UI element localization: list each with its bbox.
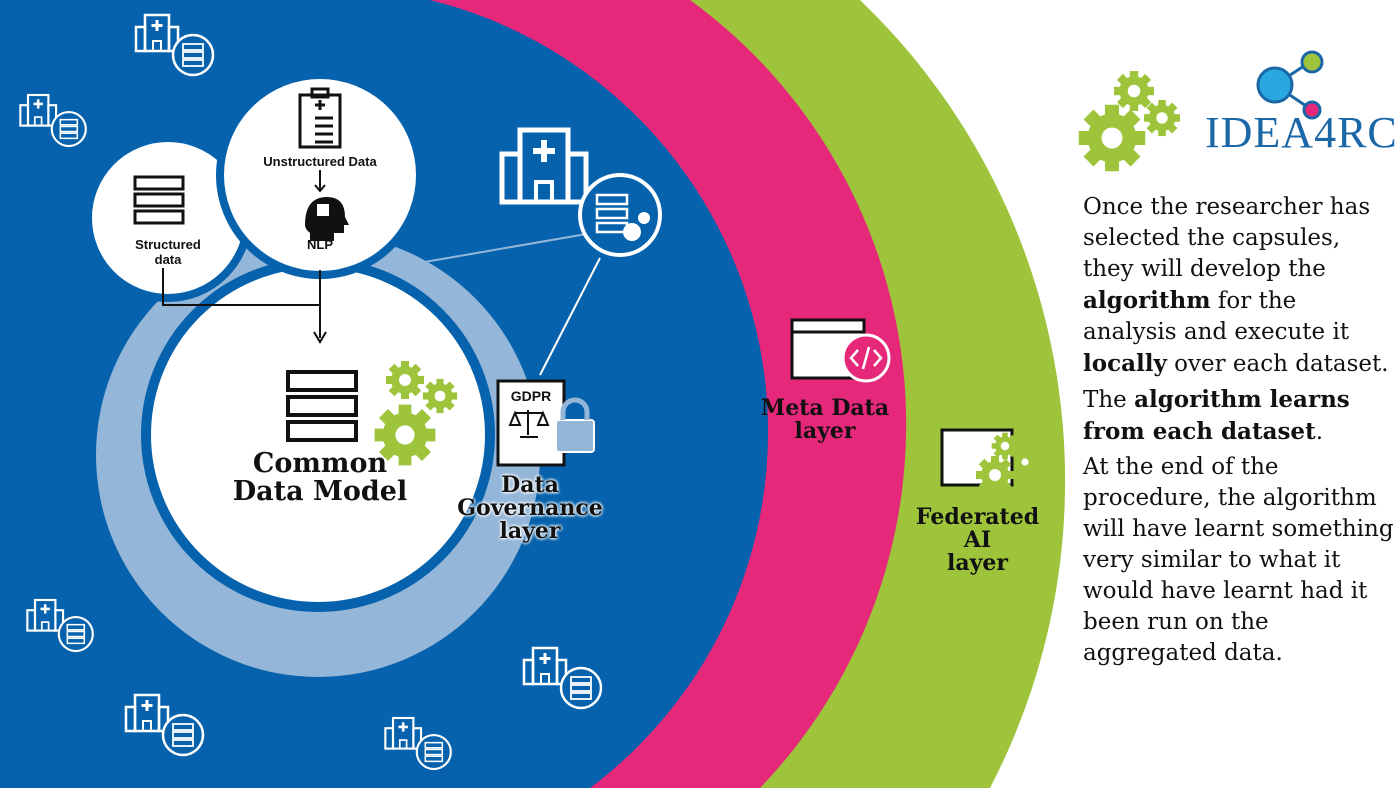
text: The bbox=[1083, 387, 1135, 413]
gears-logo-icon bbox=[1078, 71, 1181, 172]
structured-line1: Structured bbox=[135, 237, 201, 252]
description-text: Once the researcher has selected the cap… bbox=[1083, 192, 1395, 673]
paragraph-3: At the end of the procedure, the algorit… bbox=[1083, 454, 1394, 666]
governance-line2: Governance bbox=[457, 495, 603, 522]
gdpr-label: GDPR bbox=[510, 388, 552, 404]
gdpr-document-icon bbox=[496, 379, 595, 467]
structured-data-label: Structured data bbox=[113, 237, 223, 268]
bold-text: locally bbox=[1083, 350, 1167, 377]
meta-data-layer-label: Meta Data layer bbox=[755, 395, 895, 445]
cdm-line2: Data Model bbox=[232, 476, 408, 508]
server-gear-icon bbox=[578, 173, 662, 257]
nlp-label: NLP bbox=[307, 237, 333, 252]
data-governance-layer-label: Data Governance layer bbox=[450, 472, 610, 545]
database-server-icon bbox=[286, 370, 358, 442]
federated-gears-icon bbox=[940, 428, 1037, 494]
structured-line2: data bbox=[154, 251, 182, 267]
code-folder-icon bbox=[790, 318, 891, 383]
text: for the analysis and execute it bbox=[1083, 288, 1350, 345]
metadata-line1: Meta Data bbox=[760, 395, 890, 421]
federated-line1: Federated bbox=[915, 504, 1040, 530]
metadata-line2: layer bbox=[794, 418, 856, 445]
ai-head-icon bbox=[305, 197, 349, 241]
idea4rc-logo: IDEA4RC bbox=[1205, 108, 1398, 157]
common-data-model-circle bbox=[141, 258, 495, 612]
governance-line3: layer bbox=[499, 518, 561, 545]
idea4rc-logo-icon bbox=[1256, 50, 1324, 120]
federated-line2: AI bbox=[963, 527, 992, 554]
governance-line1: Data bbox=[501, 472, 559, 498]
unstructured-data-label: Unstructured Data bbox=[263, 154, 377, 169]
cdm-line1: Common bbox=[252, 448, 388, 479]
federated-ai-layer-label: Federated AI layer bbox=[910, 504, 1045, 577]
paragraph-1: Once the researcher has selected the cap… bbox=[1083, 192, 1395, 380]
bold-text: algorithm learns from each dataset bbox=[1083, 386, 1350, 445]
text: Once the researcher has selected the cap… bbox=[1083, 194, 1371, 282]
clipboard-icon bbox=[298, 87, 342, 149]
bold-text: algorithm bbox=[1083, 287, 1211, 314]
paragraph-2: The algorithm learns from each dataset. bbox=[1083, 384, 1395, 448]
federated-line3: layer bbox=[947, 550, 1008, 577]
server-icon bbox=[133, 175, 185, 225]
text: over each dataset. bbox=[1166, 351, 1389, 377]
common-data-model-label: Common Data Model bbox=[220, 448, 420, 508]
text: . bbox=[1315, 419, 1323, 445]
